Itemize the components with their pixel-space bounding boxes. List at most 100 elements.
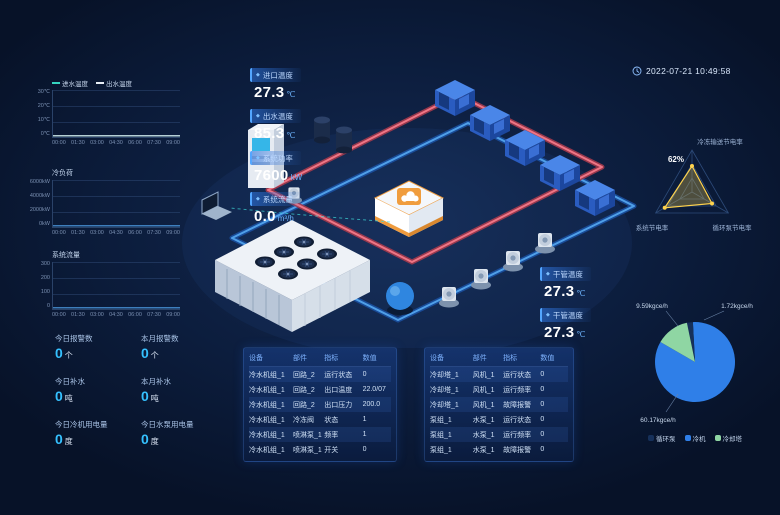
- clock-icon: [632, 66, 642, 76]
- table-header-cell: 设备: [249, 355, 263, 362]
- metric-label: ◆系统功率: [250, 151, 301, 165]
- cell-device: 冷水机组_1: [249, 431, 285, 439]
- metric-outlet-temp: ◆出水温度 85.3℃: [250, 104, 340, 143]
- energy-saving-radar-panel: 冷冻输送节电率 循环泵节电率 系统节电率 62%: [618, 128, 768, 263]
- cell-metric: 出口温度: [324, 386, 353, 394]
- laptop: [201, 191, 232, 220]
- metric-number: 0.0: [254, 208, 276, 225]
- expansion-tank: [386, 282, 414, 315]
- tower-pump-points-table: 设备部件指标数值 冷却塔_1 风机_1 运行状态 0 冷却塔_1 风机_1 运行…: [424, 347, 574, 462]
- radar-axis-label-top: 冷冻输送节电率: [697, 137, 743, 146]
- metric-number: 27.3: [544, 324, 575, 341]
- pie-slice: [686, 322, 695, 362]
- pie-label-chiller: 60.17kgce/h: [640, 417, 676, 424]
- metric-unit: kW: [290, 173, 303, 182]
- table-header-cell: 指标: [324, 355, 339, 362]
- cell-metric: 频率: [324, 431, 339, 439]
- y-tick-label: 20℃: [37, 103, 50, 110]
- counter-number: 0: [55, 431, 63, 447]
- cell-part: 风机_1: [472, 371, 495, 379]
- table-header-cell: 部件: [293, 355, 308, 362]
- table-body: 冷水机组_1 回路_2 运行状态 0 冷水机组_1 回路_2 出口温度 22.0…: [249, 367, 391, 457]
- counter-unit: 个: [150, 351, 159, 360]
- counter-label: 今日水泵用电量: [141, 420, 194, 429]
- legend-item: 循环泵: [648, 433, 676, 443]
- metric-label-text: 出水温度: [262, 111, 293, 121]
- x-tick-label: 06:00: [128, 140, 142, 146]
- legend-swatch: [648, 435, 654, 441]
- diamond-icon: ◆: [256, 196, 260, 202]
- diamond-icon: ◆: [546, 312, 550, 318]
- counter-label: 今日补水: [55, 377, 85, 386]
- x-tick-label: 07:30: [147, 312, 161, 318]
- water-pump-2: [503, 251, 523, 272]
- condenser-water-pipe-loop: [265, 92, 605, 265]
- cell-value: 200.0: [362, 401, 381, 408]
- data-link-line: [229, 207, 391, 223]
- cell-metric: 运行频率: [503, 431, 532, 439]
- cooling-tower-fan: [273, 246, 295, 258]
- x-tick-label: 09:00: [166, 312, 180, 318]
- radar-value-label: 62%: [668, 155, 684, 164]
- metric-label: ◆系统流量: [250, 192, 301, 206]
- counter-unit: 度: [150, 437, 159, 446]
- y-tick-label: 300: [40, 261, 50, 267]
- cell-metric: 运行频率: [503, 386, 532, 394]
- cell-part: 回路_2: [293, 371, 315, 379]
- cell-part: 风机_1: [472, 386, 495, 394]
- cooling-tower: [215, 220, 370, 332]
- counter-label: 本月报警数: [141, 334, 179, 343]
- cell-device: 泵组_1: [430, 416, 452, 424]
- x-tick-label: 09:00: [166, 230, 180, 236]
- pie-slice: [660, 322, 695, 362]
- y-tick-label: 10℃: [37, 117, 50, 124]
- table-row: 冷水机组_1 冷冻阀 状态 1: [249, 412, 391, 427]
- cell-metric: 故障报警: [503, 446, 532, 454]
- table-row: 冷水机组_1 喷淋泵_1 频率 1: [249, 427, 391, 442]
- x-tick-label: 01:30: [71, 312, 85, 318]
- table-header-cell: 数值: [362, 355, 377, 362]
- counter-unit: 度: [64, 437, 73, 446]
- x-tick-label: 00:00: [52, 140, 66, 146]
- diamond-icon: ◆: [546, 271, 550, 277]
- cell-part: 冷冻阀: [293, 416, 315, 424]
- cell-part: 回路_2: [293, 401, 315, 409]
- counter-label: 今日冷机用电量: [55, 420, 108, 429]
- line-series: [53, 262, 180, 309]
- cell-part: 风机_1: [472, 401, 495, 409]
- y-tick-label: 6000kW: [29, 179, 50, 185]
- cell-device: 冷水机组_1: [249, 386, 285, 394]
- metric-unit: m³/h: [277, 214, 294, 223]
- metric-label-text: 进口温度: [262, 70, 293, 80]
- cooling-tower-fan: [254, 256, 276, 268]
- pie-label-cooling-tower: 9.59kgce/h: [636, 303, 668, 310]
- cell-value: 0: [362, 371, 367, 378]
- counter-number: 0: [141, 388, 149, 404]
- cabinet-screen: [252, 138, 270, 151]
- cell-value: 0: [540, 431, 545, 438]
- metric-number: 27.3: [544, 283, 575, 300]
- table-header-cell: 数值: [540, 355, 555, 362]
- cloud-icon: [397, 188, 421, 205]
- legend-swatch: [714, 435, 721, 441]
- x-tick-label: 03:00: [90, 230, 104, 236]
- metric-inlet-temp: ◆进口温度 27.3℃: [250, 63, 340, 102]
- cell-device: 冷水机组_1: [249, 401, 285, 409]
- chiller-1: [435, 80, 475, 116]
- counter-number: 0: [55, 388, 63, 404]
- metric-number: 27.3: [254, 84, 285, 101]
- legend-item: 冷机: [684, 433, 706, 443]
- metric-unit: ℃: [576, 330, 586, 339]
- water-pump-4: [439, 287, 459, 308]
- table-row: 冷却塔_1 风机_1 运行状态 0: [430, 367, 568, 382]
